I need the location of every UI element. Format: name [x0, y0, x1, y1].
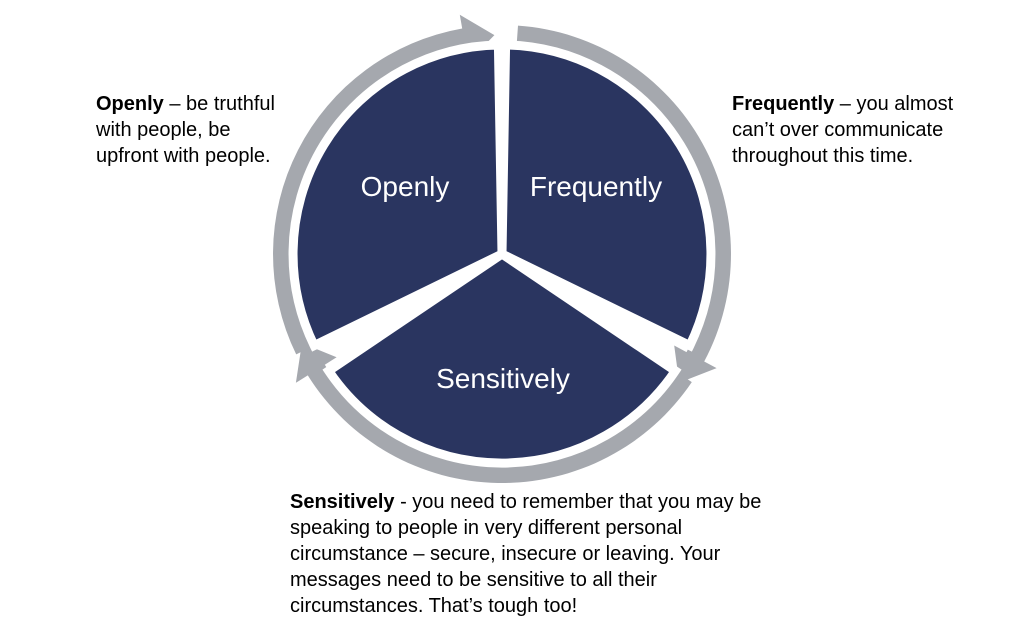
cycle-segments	[288, 40, 716, 468]
description-frequently-text: – you almost can’t over communicate thro…	[732, 93, 954, 167]
segment-label-frequently: Frequently	[530, 171, 662, 202]
description-openly-term: Openly	[96, 93, 164, 115]
segment-label-sensitively: Sensitively	[436, 363, 570, 394]
arrow-frequently-to-sensitively	[295, 343, 692, 484]
description-sensitively-term: Sensitively	[290, 491, 395, 513]
segment-openly	[288, 40, 507, 352]
segment-label-openly: Openly	[361, 171, 450, 202]
description-sensitively-text: - you need to remember that you may be s…	[290, 491, 762, 617]
description-openly: Openly – be truthful with people, be upf…	[96, 91, 296, 169]
description-openly-text: – be truthful with people, be upfront wi…	[96, 93, 275, 167]
description-frequently: Frequently – you almost can’t over commu…	[732, 91, 982, 169]
description-frequently-term: Frequently	[732, 93, 835, 115]
segment-frequently	[497, 40, 716, 352]
arrow-openly-to-frequently	[516, 25, 731, 383]
segment-sensitively	[322, 248, 682, 468]
description-sensitively: Sensitively - you need to remember that …	[290, 489, 770, 619]
